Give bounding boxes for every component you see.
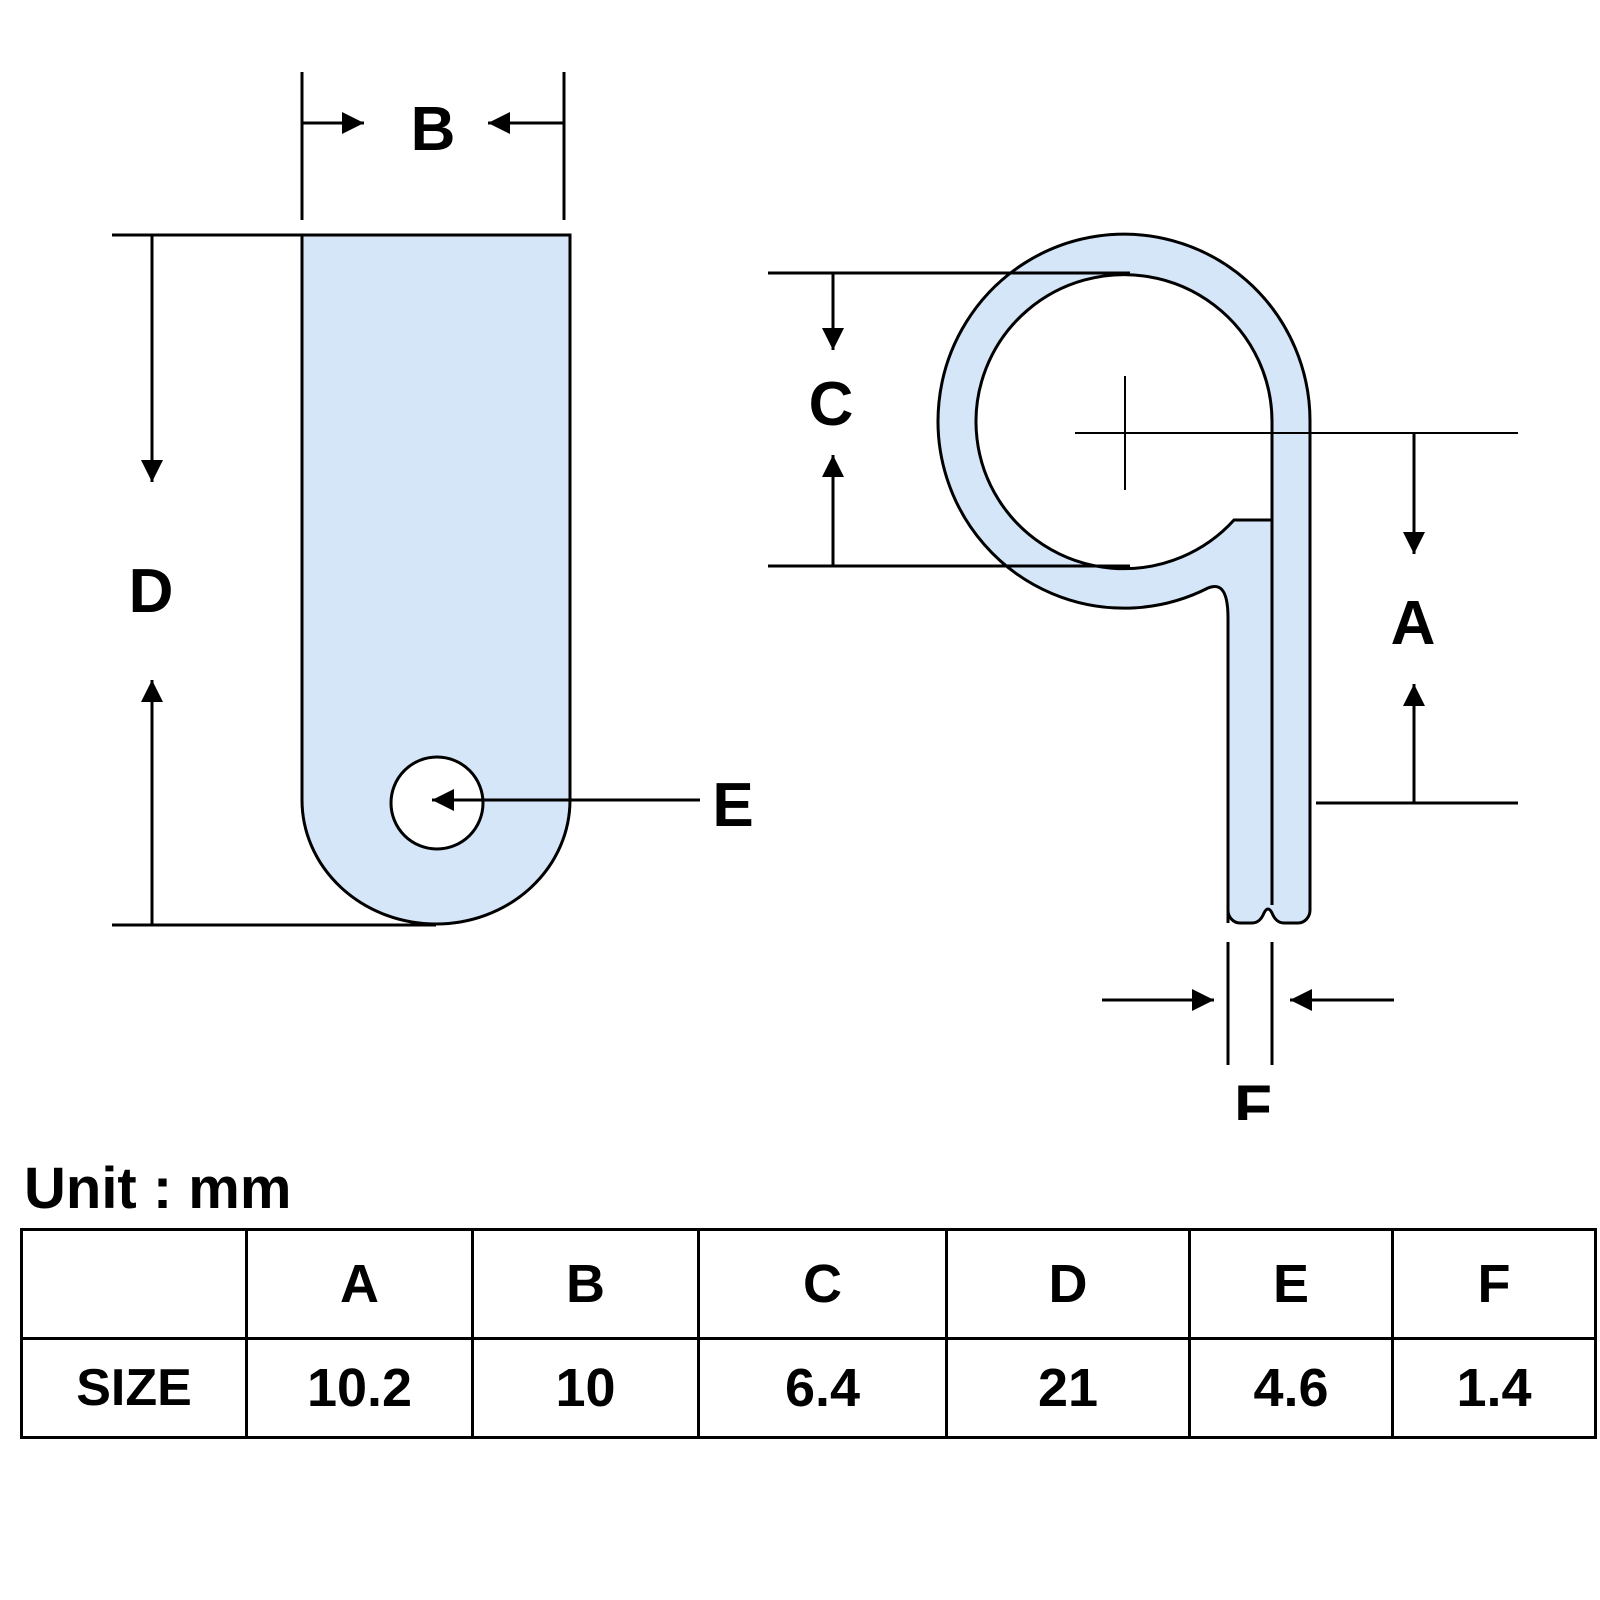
value-cell-e: 4.6: [1188, 1337, 1394, 1439]
value-cell-d: 21: [945, 1337, 1191, 1439]
label-b: B: [411, 95, 456, 164]
table-header-row: A B C D E F: [20, 1228, 1597, 1340]
dimension-c: [768, 271, 1130, 568]
dimension-d: [112, 233, 436, 927]
header-cell-empty: [20, 1228, 248, 1340]
header-cell-f: F: [1391, 1228, 1597, 1340]
label-f: F: [1234, 1073, 1272, 1120]
size-table: A B C D E F SIZE 10.2 10 6.4 21 4.6 1.4: [20, 1228, 1597, 1439]
header-cell-d: D: [945, 1228, 1191, 1340]
row-label-size: SIZE: [20, 1337, 248, 1439]
header-cell-e: E: [1188, 1228, 1394, 1340]
clip-strip-body: [300, 233, 572, 926]
table-row: SIZE 10.2 10 6.4 21 4.6 1.4: [20, 1337, 1597, 1439]
header-cell-a: A: [245, 1228, 474, 1340]
clip-side-profile: [936, 232, 1518, 925]
label-d: D: [129, 557, 174, 626]
dimension-f: [1102, 942, 1394, 1065]
label-c: C: [809, 370, 854, 439]
value-cell-f: 1.4: [1391, 1337, 1597, 1439]
clip-dimension-diagram: B D E C A F: [112, 72, 1518, 1120]
value-cell-b: 10: [471, 1337, 700, 1439]
unit-label: Unit : mm: [24, 1156, 292, 1221]
label-e: E: [712, 771, 753, 840]
dimension-b: [300, 72, 566, 220]
clip-top-view: [300, 233, 572, 926]
mounting-hole: [389, 755, 485, 851]
value-cell-c: 6.4: [697, 1337, 948, 1439]
dimension-a: [1316, 433, 1518, 805]
header-cell-c: C: [697, 1228, 948, 1340]
label-a: A: [1391, 589, 1436, 658]
value-cell-a: 10.2: [245, 1337, 474, 1439]
header-cell-b: B: [471, 1228, 700, 1340]
